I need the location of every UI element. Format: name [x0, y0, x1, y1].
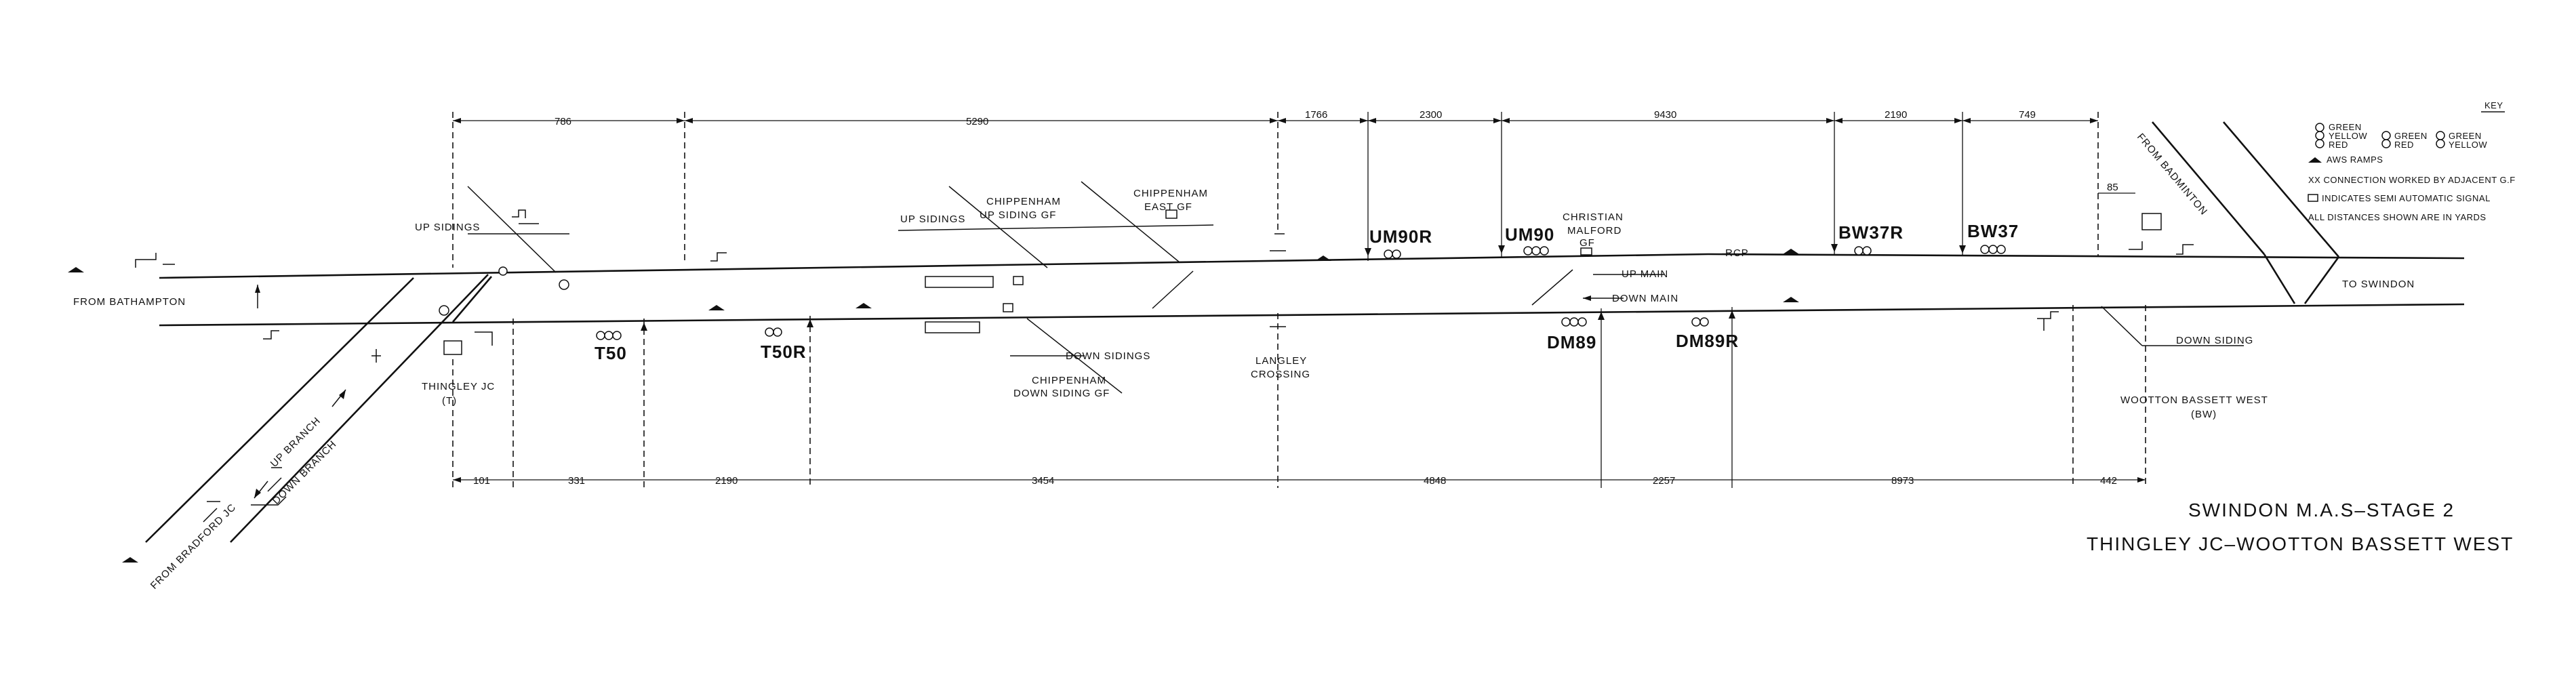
key-aws: AWS RAMPS: [2327, 155, 2383, 165]
langley-label-2: CROSSING: [1251, 369, 1310, 380]
key-aspect1-yellow: YELLOW: [2329, 131, 2367, 141]
key-aspect1-red: RED: [2329, 140, 2348, 150]
key-aspect2-red: RED: [2394, 140, 2414, 150]
top-dimension-line: [452, 112, 2135, 268]
chip-east-label-2: EAST GF: [1144, 201, 1192, 213]
distance-top-4: 2300: [1420, 109, 1442, 121]
aws-ramps: [68, 249, 1799, 563]
christian-malford-label-2: MALFORD: [1567, 225, 1622, 237]
signal-dm89r: DM89R: [1676, 331, 1739, 351]
down-main-track: [159, 303, 2465, 327]
key-distances: ALL DISTANCES SHOWN ARE IN YARDS: [2308, 212, 2487, 222]
dimension-ticks: [453, 118, 2146, 483]
signal-heads: [596, 245, 2006, 340]
signal-bw37: BW37: [1967, 221, 2019, 241]
key-aspect3-green: GREEN: [2449, 131, 2482, 141]
distance-bottom-2: 331: [568, 475, 585, 487]
key-semi-auto: INDICATES SEMI AUTOMATIC SIGNAL: [2322, 193, 2491, 203]
chip-east-label-1: CHIPPENHAM: [1133, 188, 1208, 199]
up-sidings-label-1: UP SIDINGS: [415, 222, 480, 233]
thingley-crossover: [452, 276, 492, 323]
rcp-label: RCP: [1725, 247, 1749, 259]
distance-bottom-7: 8973: [1891, 475, 1914, 487]
key-connection: XX CONNECTION WORKED BY ADJACENT G.F: [2308, 175, 2516, 185]
from-bradford-label: FROM BRADFORD JC: [148, 502, 239, 592]
distance-top-8: 85: [2107, 182, 2118, 193]
sidings: [467, 181, 2244, 394]
wootton-bassett-label-1: WOOTTON BASSETT WEST: [2120, 394, 2268, 406]
distance-top-7: 749: [2019, 109, 2036, 121]
christian-malford-label-3: GF: [1579, 237, 1595, 249]
distance-bottom-8: 442: [2100, 475, 2117, 487]
distance-top-6: 2190: [1885, 109, 1907, 121]
wootton-bassett-label-2: (BW): [2191, 409, 2217, 420]
signal-um90r: UM90R: [1369, 226, 1432, 247]
distance-top-5: 9430: [1654, 109, 1676, 121]
up-sidings-label-2: UP SIDINGS: [900, 213, 965, 225]
distance-bottom-5: 4848: [1424, 475, 1446, 487]
distance-top-2: 5290: [966, 116, 988, 127]
signal-posts: [135, 209, 2194, 523]
from-bathampton-label: FROM BATHAMPTON: [73, 296, 186, 308]
signal-bw37r: BW37R: [1838, 222, 1904, 243]
key-aspect1-green: GREEN: [2329, 122, 2362, 132]
distance-top-1: 786: [555, 116, 571, 127]
langley-crossing-marker: [1270, 250, 1286, 327]
distance-bottom-6: 2257: [1653, 475, 1675, 487]
key-heading: KEY: [2484, 100, 2503, 110]
thingley-jc-label: THINGLEY JC: [422, 381, 495, 392]
branch-tracks: [145, 274, 489, 543]
up-main-label: UP MAIN: [1622, 268, 1668, 280]
title-line-1: SWINDON M.A.S–STAGE 2: [2188, 499, 2455, 520]
signal-dm89: DM89: [1547, 332, 1596, 352]
key-aspect3-yellow: YELLOW: [2449, 140, 2487, 150]
down-siding-label: DOWN SIDING: [2176, 335, 2253, 346]
key-aspect2-green: GREEN: [2394, 131, 2428, 141]
chip-up-siding-label-1: CHIPPENHAM: [986, 196, 1061, 207]
bottom-dimension-line: [452, 305, 2146, 488]
chip-up-siding-label-2: UP SIDING GF: [980, 209, 1056, 221]
signal-um90: UM90: [1505, 224, 1554, 245]
down-main-label: DOWN MAIN: [1612, 293, 1678, 304]
direction-arrows: [254, 233, 1664, 499]
badminton-tracks: [2152, 121, 2340, 304]
distance-top-3: 1766: [1305, 109, 1327, 121]
thingley-jc-code: (T): [442, 395, 457, 407]
chip-down-siding-label-2: DOWN SIDING GF: [1013, 388, 1110, 399]
distance-bottom-4: 3454: [1032, 475, 1054, 487]
buildings: [443, 209, 2162, 355]
christian-malford-label-1: CHRISTIAN: [1563, 211, 1624, 223]
langley-label-1: LANGLEY: [1255, 355, 1307, 367]
title-line-2: THINGLEY JC–WOOTTON BASSETT WEST: [2087, 533, 2514, 554]
distance-bottom-1: 101: [473, 475, 490, 487]
distance-bottom-3: 2190: [715, 475, 738, 487]
signal-t50: T50: [595, 343, 627, 363]
to-swindon-label: TO SWINDON: [2342, 279, 2415, 290]
chip-down-siding-label-1: CHIPPENHAM: [1032, 375, 1106, 386]
signal-t50r: T50R: [761, 342, 807, 362]
key-panel: KEY GREEN YELLOW RED GREEN RED GREEN YEL…: [2308, 100, 2516, 222]
down-sidings-label: DOWN SIDINGS: [1066, 350, 1150, 362]
